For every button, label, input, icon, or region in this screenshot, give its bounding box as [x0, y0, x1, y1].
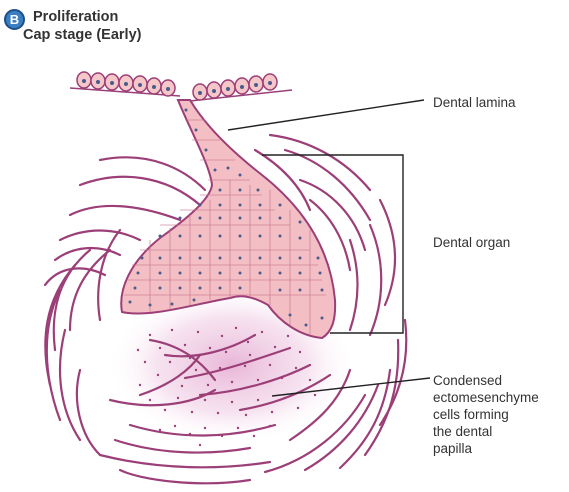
- panel-badge: B: [4, 9, 25, 30]
- label-dental-organ: Dental organ: [433, 234, 510, 251]
- oral-epithelium: [70, 72, 292, 101]
- label-papilla-line: papilla: [433, 440, 539, 457]
- label-papilla-line: Condensed: [433, 372, 539, 389]
- label-dental-papilla: Condensed ectomesenchyme cells forming t…: [433, 372, 539, 457]
- panel-subtitle: Cap stage (Early): [23, 27, 141, 43]
- label-papilla-line: the dental: [433, 423, 539, 440]
- panel-title: Proliferation: [33, 9, 118, 25]
- label-papilla-line: ectomesenchyme: [433, 389, 539, 406]
- label-dental-lamina: Dental lamina: [433, 94, 516, 111]
- leader-dental-lamina: [228, 100, 424, 130]
- label-papilla-line: cells forming: [433, 406, 539, 423]
